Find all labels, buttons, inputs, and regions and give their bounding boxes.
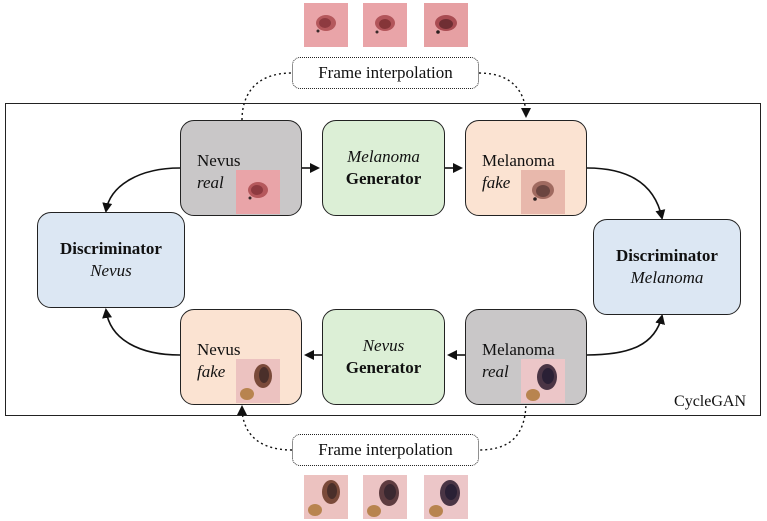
- melanoma-generator-subtitle: Generator: [345, 169, 422, 188]
- bottom-lesion-thumbnail-3: [424, 475, 468, 519]
- melanoma-fake-subtitle: fake: [482, 173, 511, 192]
- node-nevus-fake: Nevus fake: [180, 309, 302, 405]
- top-lesion-thumbnail-1: [304, 3, 348, 47]
- melanoma-fake-title: Melanoma: [482, 151, 555, 170]
- nevus-real-lesion-image: [236, 170, 280, 214]
- node-nevus-real: Nevus real: [180, 120, 302, 216]
- nevus-generator-title: Nevus: [362, 336, 405, 355]
- node-melanoma-real: Melanoma real: [465, 309, 587, 405]
- discriminator-melanoma-title: Discriminator: [616, 246, 718, 265]
- cyclegan-label: CycleGAN: [674, 393, 746, 410]
- nevus-generator-subtitle: Generator: [345, 358, 422, 377]
- top-lesion-thumbnail-3: [424, 3, 468, 47]
- melanoma-generator-title: Melanoma: [347, 147, 420, 166]
- nevus-fake-title: Nevus: [197, 340, 241, 359]
- node-melanoma-generator: Melanoma Generator: [322, 120, 445, 216]
- melanoma-real-title: Melanoma: [482, 340, 555, 359]
- nevus-real-title: Nevus: [197, 151, 241, 170]
- nevus-fake-subtitle: fake: [197, 362, 226, 381]
- node-discriminator-melanoma: Discriminator Melanoma: [593, 219, 741, 315]
- frame-interpolation-bottom-label: Frame interpolation: [318, 440, 453, 459]
- frame-interpolation-top: Frame interpolation: [292, 57, 479, 89]
- frame-interpolation-bottom: Frame interpolation: [292, 434, 479, 466]
- discriminator-melanoma-subtitle: Melanoma: [630, 268, 704, 287]
- node-melanoma-fake: Melanoma fake: [465, 120, 587, 216]
- bottom-lesion-thumbnail-2: [363, 475, 407, 519]
- top-lesion-thumbnail-2: [363, 3, 407, 47]
- melanoma-real-lesion-image: [521, 359, 565, 403]
- melanoma-fake-lesion-image: [521, 170, 565, 214]
- frame-interpolation-top-label: Frame interpolation: [318, 63, 453, 82]
- bottom-lesion-thumbnail-1: [304, 475, 348, 519]
- melanoma-real-subtitle: real: [482, 362, 509, 381]
- discriminator-nevus-subtitle: Nevus: [90, 261, 132, 280]
- nevus-fake-lesion-image: [236, 359, 280, 403]
- node-nevus-generator: Nevus Generator: [322, 309, 445, 405]
- nevus-real-subtitle: real: [197, 173, 224, 192]
- node-discriminator-nevus: Discriminator Nevus: [37, 212, 185, 308]
- cyclegan-box: CycleGAN: [5, 103, 761, 416]
- discriminator-nevus-title: Discriminator: [60, 239, 162, 258]
